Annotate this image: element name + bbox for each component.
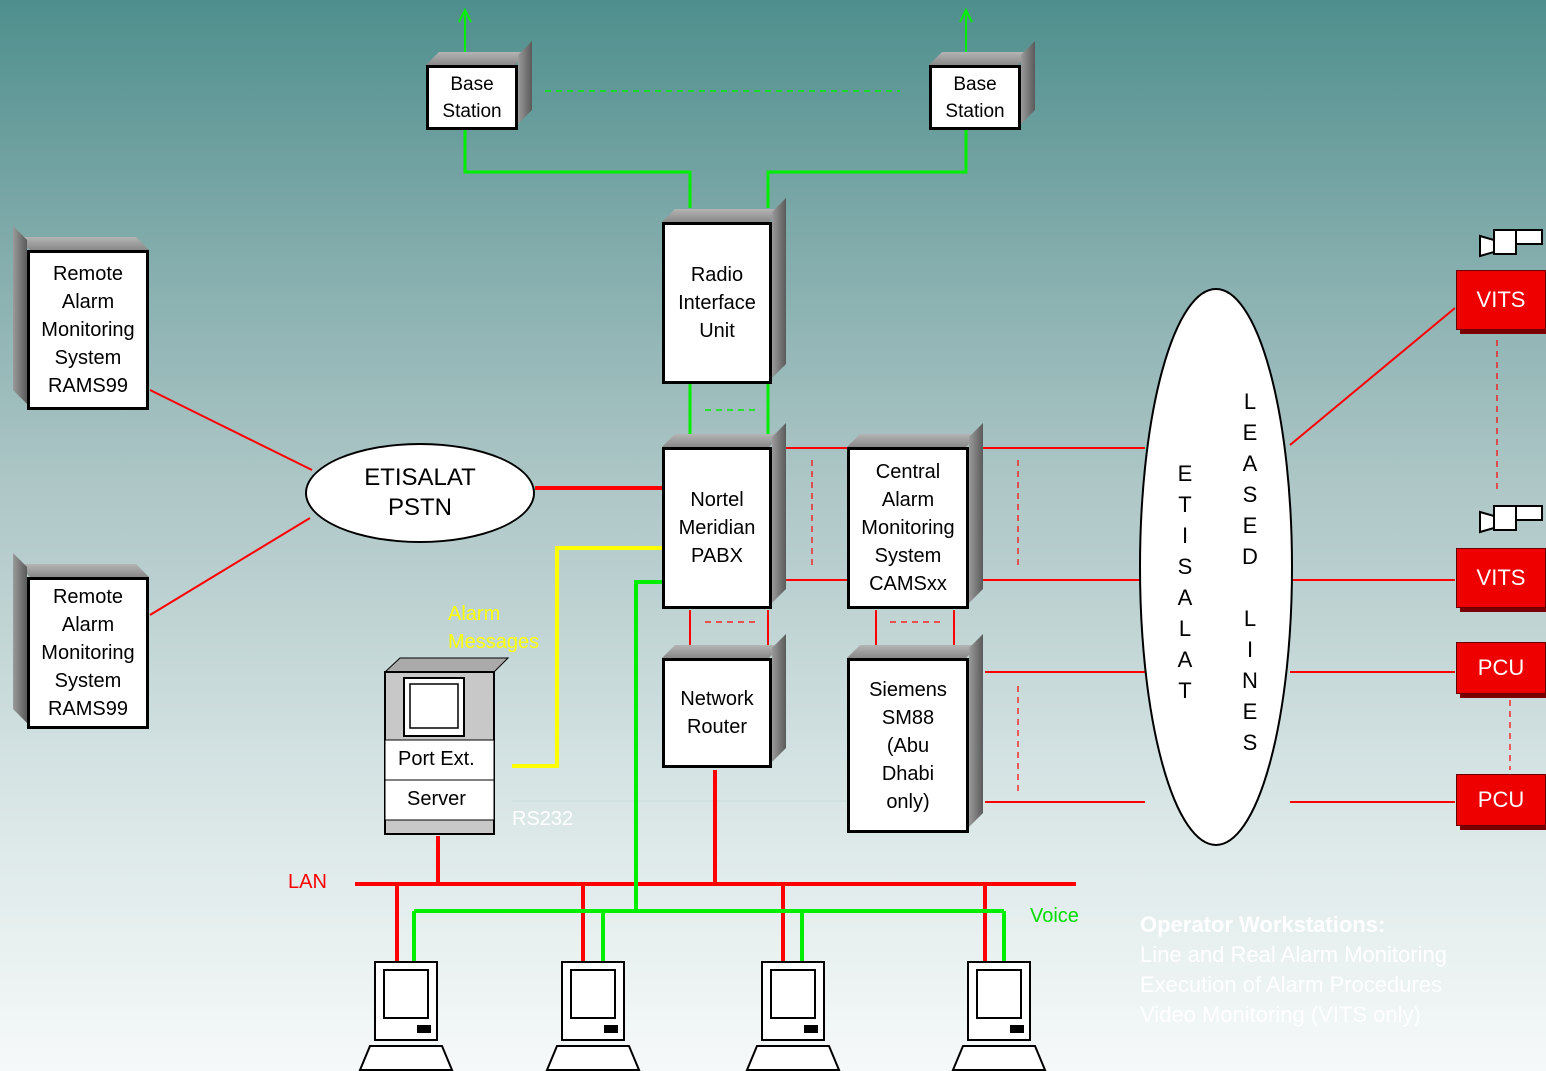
voice-label: Voice — [1030, 905, 1079, 927]
alarm-messages-label: Alarm Messages — [448, 603, 540, 653]
workstation-icon — [358, 961, 454, 1071]
camera-icon — [1479, 505, 1543, 534]
vits-box-1: VITS — [1456, 270, 1546, 330]
etisalat-vertical: E T I S A L A T — [1177, 461, 1193, 703]
base-station-left: Base Station — [426, 65, 518, 130]
pcu-box-2: PCU — [1456, 774, 1546, 826]
leased-lines-ellipse — [1139, 288, 1293, 846]
cams-box: Central Alarm Monitoring System CAMSxx — [847, 447, 969, 609]
workstation-line: Line and Real Alarm Monitoring — [1140, 942, 1447, 967]
workstation-line: Execution of Alarm Procedures — [1140, 972, 1443, 997]
workstation-icon — [951, 961, 1047, 1071]
radio-interface-unit: Radio Interface Unit — [662, 222, 772, 384]
workstation-notes: Operator Workstations: Line and Real Ala… — [1140, 910, 1447, 1030]
camera-icon — [1479, 229, 1543, 258]
pcu-box-1: PCU — [1456, 642, 1546, 694]
workstation-title: Operator Workstations: — [1140, 912, 1386, 937]
port-ext-label: Port Ext. — [398, 748, 475, 770]
rams-bottom: Remote Alarm Monitoring System RAMS99 — [27, 577, 149, 729]
server-icon — [383, 657, 510, 835]
workstation-icon — [745, 961, 841, 1071]
workstation-icon — [545, 961, 641, 1071]
rams-top: Remote Alarm Monitoring System RAMS99 — [27, 250, 149, 410]
pabx-box: Nortel Meridian PABX — [662, 447, 772, 609]
lan-label: LAN — [288, 871, 327, 893]
network-router: Network Router — [662, 658, 772, 768]
leased-lines-vertical: L E A S E D L I N E S — [1242, 389, 1258, 755]
vits-box-2: VITS — [1456, 548, 1546, 608]
pstn-ellipse: ETISALAT PSTN — [305, 443, 535, 543]
workstation-line: Video Monitoring (VITS only) — [1140, 1002, 1421, 1027]
base-station-right: Base Station — [929, 65, 1021, 130]
siemens-box: Siemens SM88 (Abu Dhabi only) — [847, 658, 969, 833]
rs232-label: RS232 — [512, 808, 574, 830]
server-label: Server — [407, 788, 466, 810]
